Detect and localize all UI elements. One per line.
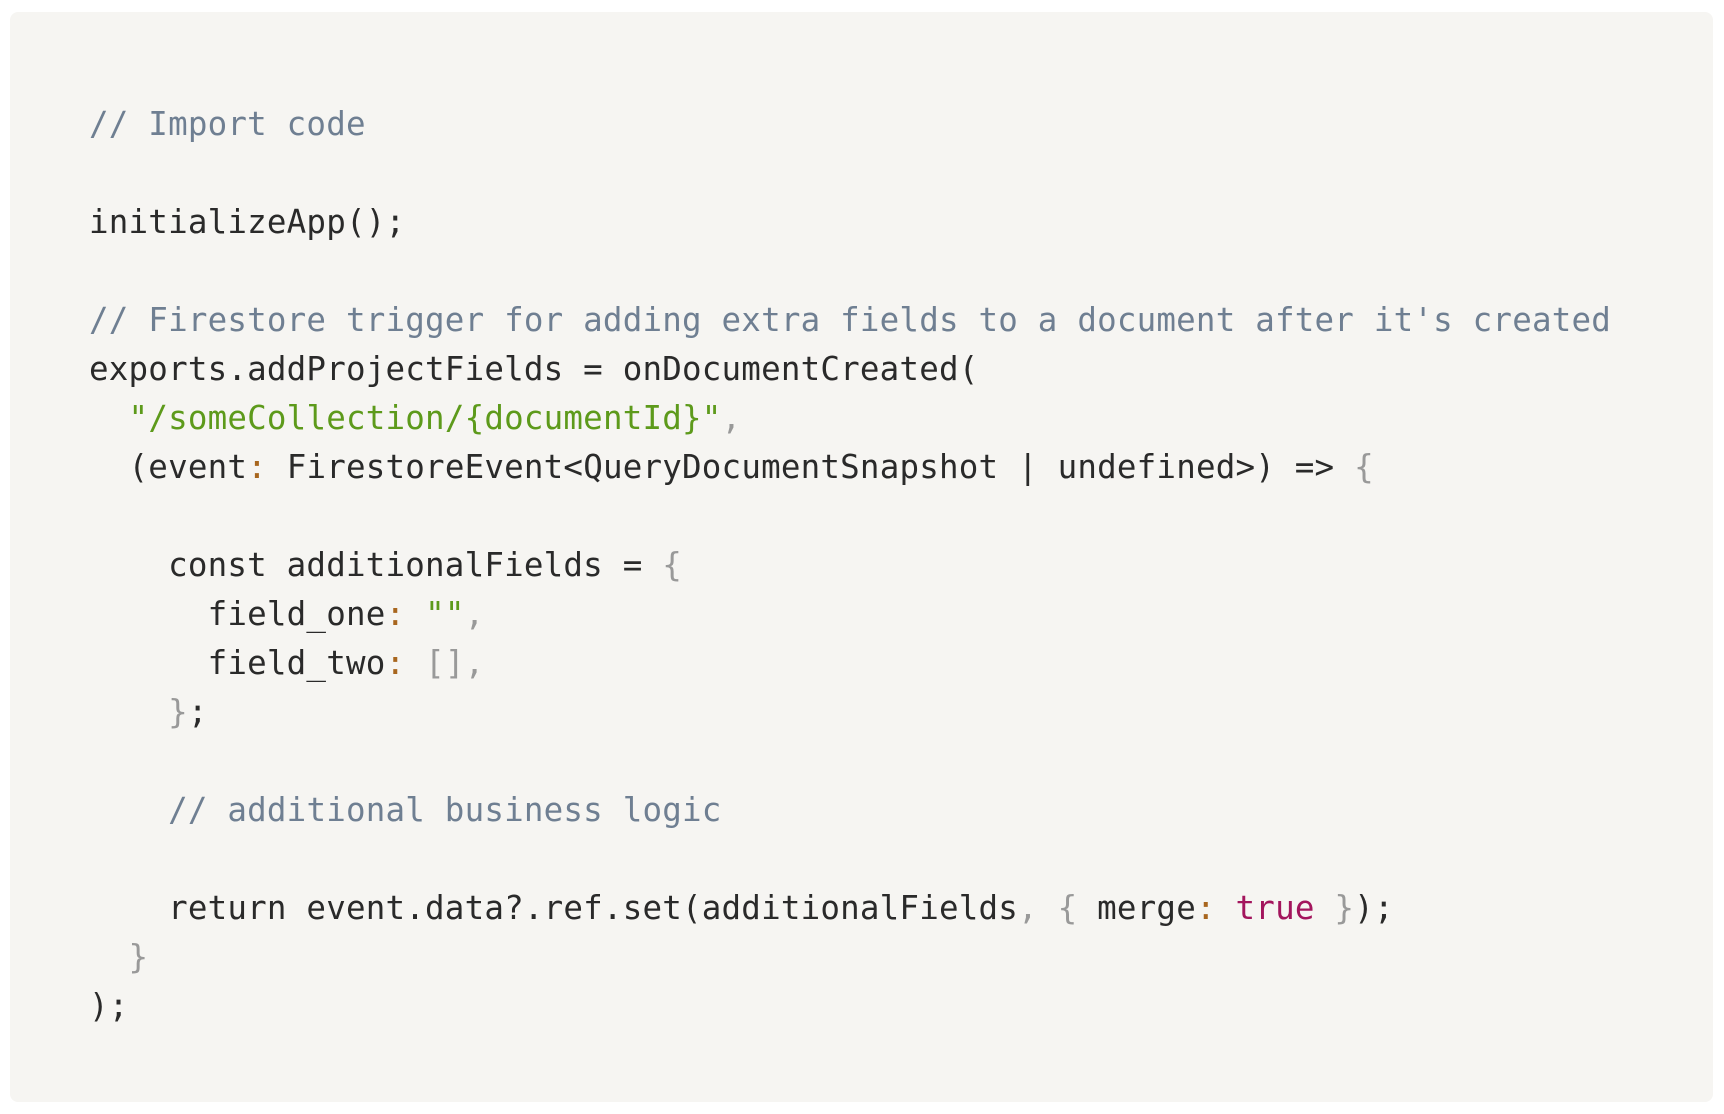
punctuation: { — [662, 546, 683, 584]
code-line — [89, 492, 1611, 541]
colon: : — [385, 595, 406, 633]
code-text: FirestoreEvent<QueryDocumentSnapshot | u… — [266, 448, 1355, 486]
keyword: true — [1235, 889, 1315, 927]
code-text — [1216, 889, 1236, 927]
code-text: field_one — [89, 595, 386, 633]
code-content: // Import code initializeApp(); // Firesto… — [89, 100, 1611, 1031]
code-text — [1315, 889, 1335, 927]
code-text: ); — [1354, 889, 1394, 927]
punctuation: [], — [425, 644, 485, 682]
code-line: return event.data?.ref.set(additionalFie… — [89, 884, 1611, 933]
code-text: ); — [89, 987, 129, 1025]
code-text — [89, 791, 168, 829]
code-comment: // Import code — [89, 105, 366, 143]
code-line: (event: FirestoreEvent<QueryDocumentSnap… — [89, 443, 1611, 492]
code-line: ); — [89, 982, 1611, 1031]
punctuation: , { — [1018, 889, 1078, 927]
code-line: // Firestore trigger for adding extra fi… — [89, 296, 1611, 345]
code-line: } — [89, 933, 1611, 982]
code-line — [89, 835, 1611, 884]
punctuation: } — [168, 693, 188, 731]
code-text: initializeApp(); — [89, 203, 406, 241]
code-text — [89, 399, 129, 437]
code-line: const additionalFields = { — [89, 541, 1611, 590]
colon: : — [1195, 889, 1216, 927]
code-text — [89, 693, 168, 731]
code-line: }; — [89, 688, 1611, 737]
colon: : — [385, 644, 406, 682]
code-text: const additionalFields = — [89, 546, 663, 584]
string-literal: "" — [425, 595, 465, 633]
code-line — [89, 149, 1611, 198]
code-text: field_two — [89, 644, 386, 682]
punctuation: , — [721, 399, 742, 437]
code-line: // Import code — [89, 100, 1611, 149]
punctuation: { — [1354, 448, 1374, 486]
code-line — [89, 737, 1611, 786]
code-line: field_two: [], — [89, 639, 1611, 688]
code-comment: // Firestore trigger for adding extra fi… — [89, 301, 1612, 339]
code-text: (event — [89, 448, 248, 486]
code-block: // Import code initializeApp(); // Firesto… — [10, 12, 1713, 1102]
code-text: return event.data?.ref.set(additionalFie… — [89, 889, 1019, 927]
code-line: "/someCollection/{documentId}", — [89, 394, 1611, 443]
code-line — [89, 247, 1611, 296]
code-text — [405, 595, 425, 633]
string-literal: "/someCollection/{documentId}" — [128, 399, 722, 437]
punctuation: } — [128, 938, 149, 976]
punctuation: , — [464, 595, 485, 633]
code-text: ; — [187, 693, 208, 731]
code-line: initializeApp(); — [89, 198, 1611, 247]
code-comment: // additional business logic — [168, 791, 722, 829]
punctuation: } — [1334, 889, 1355, 927]
code-text — [89, 938, 129, 976]
code-line: // additional business logic — [89, 786, 1611, 835]
code-text — [405, 644, 425, 682]
colon: : — [247, 448, 267, 486]
code-line: exports.addProjectFields = onDocumentCre… — [89, 345, 1611, 394]
code-text: merge — [1077, 889, 1196, 927]
code-text: exports.addProjectFields = onDocumentCre… — [89, 350, 979, 388]
code-line: field_one: "", — [89, 590, 1611, 639]
